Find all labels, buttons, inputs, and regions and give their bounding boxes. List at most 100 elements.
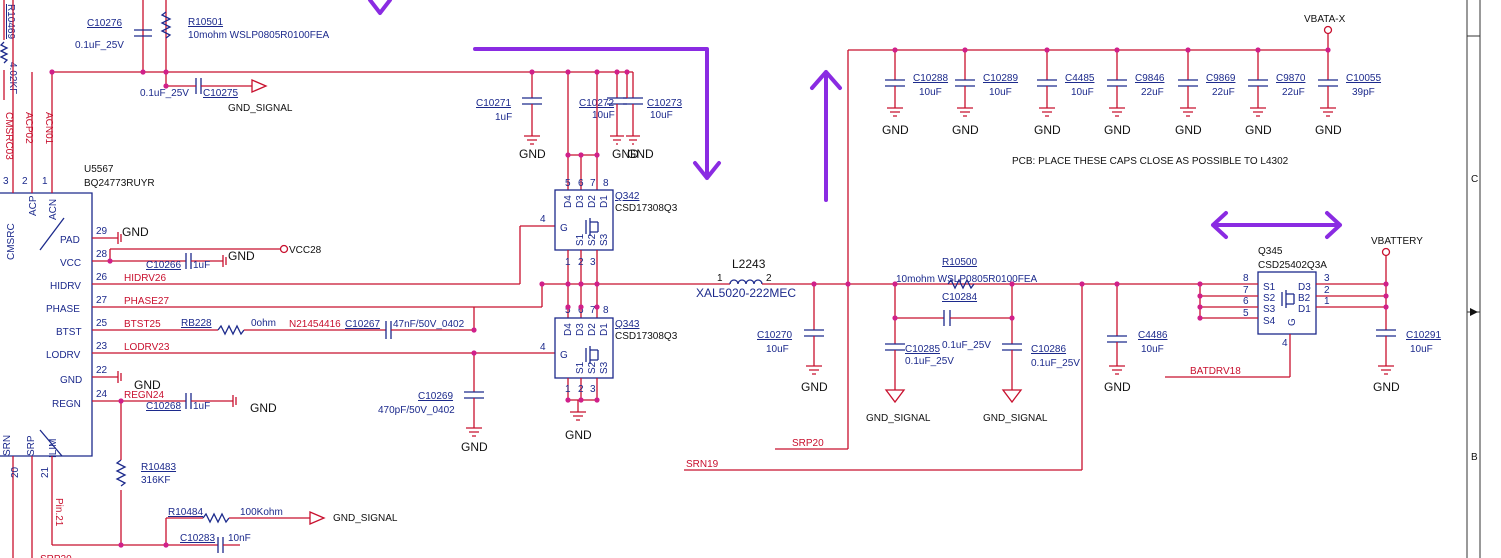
c10267-val: 47nF/50V_0402 [393, 319, 465, 330]
c4486-ref: C4486 [1138, 330, 1168, 341]
ground-icon [1180, 107, 1196, 117]
c10285-gnd-signal-label: GND_SIGNAL [866, 413, 931, 424]
r10483-val: 316KF [141, 475, 170, 486]
c10270-cap: C10270 10uF GND [757, 284, 828, 394]
u5567-bot-pin-21: 21 [40, 466, 51, 478]
c10268-val: 1uF [193, 401, 210, 412]
c10286-ref: C10286 [1031, 344, 1066, 355]
junction-dot [594, 69, 600, 75]
junction-dot [1383, 293, 1389, 299]
c10285-ref: C10285 [905, 344, 940, 355]
c10268-ref: C10268 [146, 401, 181, 412]
c10269-ref: C10269 [418, 391, 453, 402]
junction-dot [118, 398, 124, 404]
input-bulk-caps: C10271 1uF GND C10272 10uF C10273 10uF G… [476, 72, 682, 161]
c10286-val: 0.1uF_25V [1031, 358, 1080, 369]
q342-d2: D2 [587, 195, 598, 208]
junction-dot [163, 83, 169, 89]
junction-dot [565, 397, 571, 403]
u5567-pin-acn: ACN [48, 199, 59, 220]
net-cmsrc03: CMSRC03 [3, 112, 14, 160]
junction-dot [594, 152, 600, 158]
c10291-ref: C10291 [1406, 330, 1441, 341]
vbattery-port-icon [1381, 247, 1391, 257]
c4486-gnd-label: GND [1104, 380, 1131, 394]
vcc-gnd-label: GND [228, 249, 255, 263]
pin-22-num: 22 [96, 365, 108, 376]
c10283-ref: C10283 [180, 533, 215, 544]
c9846-val: 22uF [1141, 87, 1164, 98]
junction-dot [1197, 293, 1203, 299]
gnd-signal-arrow-icon-2 [309, 511, 326, 525]
vbata-cap-bank: VBATA-X [848, 14, 1346, 51]
mosfet-q343: 5 6 7 8 D4 D3 D2 D1 G S1 S2 S3 4 Q343 CS… [540, 284, 678, 442]
u5567-pin-srn: SRN [2, 435, 13, 456]
c10285-val: 0.1uF_25V [905, 356, 954, 367]
q343-d3: D3 [575, 323, 586, 336]
junction-dot [1255, 47, 1261, 53]
q343-val: CSD17308Q3 [615, 331, 678, 342]
vcc28-port-icon [279, 244, 289, 254]
c10291-val: 10uF [1410, 344, 1433, 355]
q343-d2: D2 [587, 323, 598, 336]
c10269-val: 470pF/50V_0402 [378, 405, 455, 416]
regn-gnd-label: GND [250, 401, 277, 415]
r10484-ref: R10484 [168, 507, 203, 518]
c10055-gnd-label: GND [1315, 123, 1342, 137]
q342-s2: S2 [587, 233, 598, 246]
junction-dot [892, 47, 898, 53]
u5567-pin-regn: REGN [52, 399, 81, 410]
q345-s4: S4 [1263, 316, 1276, 327]
rb228-val: 0ohm [251, 318, 276, 329]
q343-pin4: 4 [540, 342, 546, 353]
c10286-gnd-signal-icon [1001, 389, 1023, 404]
zone-c-label: C [1471, 174, 1478, 185]
ic-left-wiring: 29 GND 28 VCC28 C10266 1uF GND 26 HIDRV2… [52, 225, 555, 553]
junction-dot [624, 69, 630, 75]
q343-s3: S3 [599, 361, 610, 374]
junction-dot [1325, 47, 1331, 53]
c9869-gnd-label: GND [1175, 123, 1202, 137]
mosfet-q345: Q345 CSD25402Q3A S1 S2 S3 S4 D3 B2 D1 G … [1165, 236, 1441, 394]
q343-ref: Q343 [615, 319, 640, 330]
c10273-val: 10uF [650, 110, 673, 121]
junction-dot [1197, 304, 1203, 310]
junction-dot [892, 315, 898, 321]
q345-val: CSD25402Q3A [1258, 260, 1327, 271]
c10270-val: 10uF [766, 344, 789, 355]
ground-icon [1250, 107, 1266, 117]
c10269-cap: C10269 470pF/50V_0402 GND [378, 353, 488, 454]
q342-s1: S1 [575, 233, 586, 246]
q345-pin1: 1 [1324, 296, 1330, 307]
c4485-gnd-label: GND [1034, 123, 1061, 137]
q345-pin3: 3 [1324, 273, 1330, 284]
c10272-val: 10uF [592, 110, 615, 121]
c10266-val: 1uF [193, 260, 210, 271]
sense-lines: SRP20 SRN19 [684, 50, 1083, 471]
ground-icon [1109, 107, 1125, 117]
u5567-top-pin-2: 2 [22, 176, 28, 187]
c10273-gnd-label: GND [627, 147, 654, 161]
junction-dot [565, 152, 571, 158]
c10288-gnd-label: GND [882, 123, 909, 137]
q342-pin7: 7 [590, 178, 596, 189]
junction-dot [1044, 47, 1050, 53]
junction-dot [1383, 281, 1389, 287]
sheet-frame: C B [1466, 0, 1481, 558]
u5567-top-pin-3: 3 [3, 176, 9, 187]
c4485-ref: C4485 [1065, 73, 1095, 84]
c10289-val: 10uF [989, 87, 1012, 98]
q343-fet-symbol-icon [585, 346, 599, 364]
q345-b2: B2 [1298, 293, 1311, 304]
junction-dot [1114, 281, 1120, 287]
junction-dot [845, 281, 851, 287]
arrow-double-horizontal-icon [1211, 211, 1342, 239]
gnd22-label: GND [134, 378, 161, 392]
junction-dot [578, 152, 584, 158]
r10500-val: 10mohm WSLP0805R0100FEA [896, 274, 1038, 285]
q342-fet-symbol-icon [585, 218, 599, 236]
